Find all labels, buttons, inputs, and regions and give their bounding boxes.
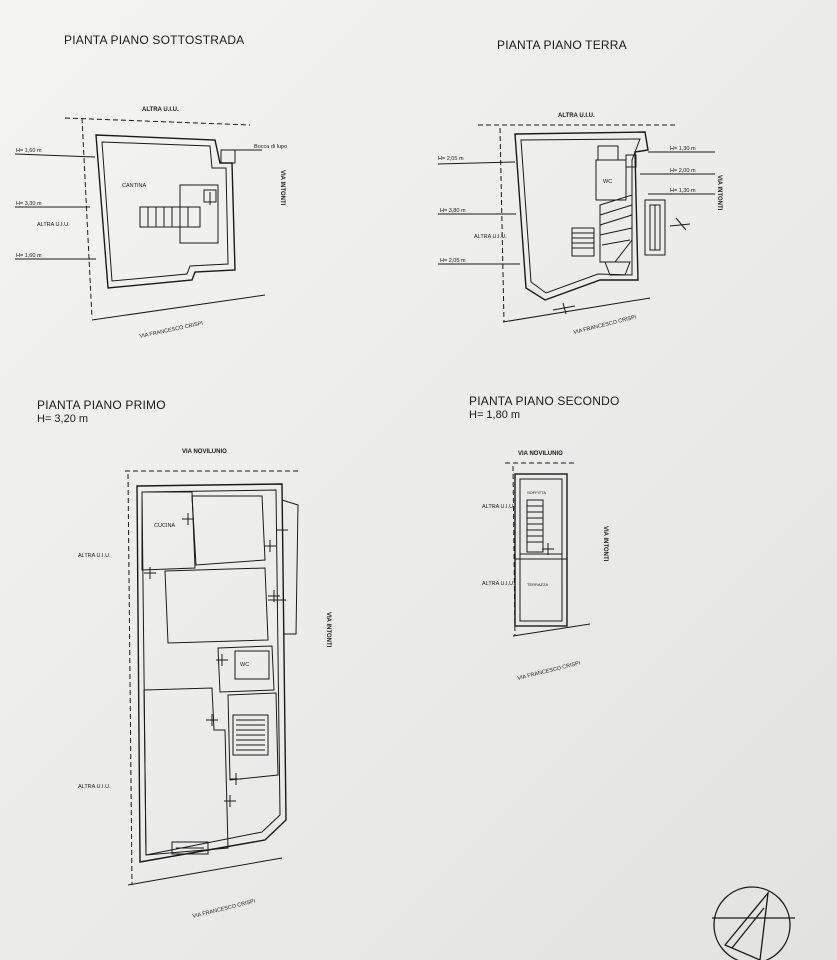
- terra-h3: H= 2,05 m: [440, 258, 466, 264]
- sottostrada-street-right: VIA INTONTI: [279, 170, 285, 206]
- secondo-room-terrazza: TERRAZZA: [527, 582, 548, 587]
- secondo-street-top: VIA NOVILUNIO: [518, 451, 563, 457]
- terra-hr1: H= 1,30 m: [670, 146, 696, 152]
- secondo-room-soffitta: SOFFITTA: [527, 490, 546, 495]
- height-secondo: H= 1,80 m: [469, 409, 521, 421]
- primo-room-cucina: CUCINA: [154, 523, 175, 529]
- title-secondo: PIANTA PIANO SECONDO: [469, 394, 620, 408]
- plan-primo: [125, 470, 300, 886]
- terra-hr3: H= 1,30 m: [670, 188, 696, 194]
- primo-street-bottom: VIA FRANCESCO CRISPI: [192, 898, 256, 920]
- title-sottostrada: PIANTA PIANO SOTTOSTRADA: [64, 33, 245, 47]
- primo-altra-left-2: ALTRA U.I.U.: [78, 784, 111, 790]
- sottostrada-h2: H= 3,30 m: [16, 201, 42, 207]
- height-primo: H= 3,20 m: [37, 413, 89, 425]
- secondo-altra-left-1: ALTRA U.I.U.: [482, 504, 515, 510]
- terra-altra-left: ALTRA U.I.U.: [474, 234, 507, 240]
- terra-room-wc: WC: [603, 179, 612, 185]
- title-primo: PIANTA PIANO PRIMO: [37, 398, 166, 412]
- north-arrow-icon: [712, 886, 795, 960]
- sottostrada-bocca: Bocca di lupo: [254, 144, 287, 150]
- terra-altra-top: ALTRA U.I.U.: [558, 113, 595, 119]
- terra-street-right: VIA INTONTI: [716, 175, 722, 211]
- plan-sottostrada: [14, 117, 266, 321]
- secondo-altra-left-2: ALTRA U.I.U.: [482, 581, 515, 587]
- sottostrada-altra-left: ALTRA U.I.U.: [37, 222, 70, 228]
- plan-secondo: [505, 462, 591, 637]
- terra-street-bottom: VIA FRANCESCO CRISPI: [573, 314, 637, 336]
- terra-hr2: H= 2,00 m: [670, 168, 696, 174]
- sottostrada-altra-top: ALTRA U.I.U.: [142, 107, 179, 113]
- secondo-street-right: VIA INTONTI: [602, 526, 608, 562]
- primo-altra-left-1: ALTRA U.I.U.: [78, 553, 111, 559]
- terra-h2: H= 3,80 m: [440, 208, 466, 214]
- sottostrada-room-cantina: CANTINA: [122, 183, 146, 189]
- terra-h1: H= 2,05 m: [438, 156, 464, 162]
- title-terra: PIANTA PIANO TERRA: [497, 38, 627, 52]
- sottostrada-h3: H= 1,60 m: [16, 253, 42, 259]
- sottostrada-street-bottom: VIA FRANCESCO CRISPI: [139, 321, 204, 340]
- primo-street-top: VIA NOVILUNIO: [182, 449, 227, 455]
- primo-street-right: VIA INTONTI: [325, 612, 331, 648]
- secondo-street-bottom: VIA FRANCESCO CRISPI: [517, 660, 581, 682]
- primo-room-wc: WC: [240, 662, 249, 668]
- sottostrada-h1: H= 1,60 m: [16, 148, 42, 154]
- plan-terra: [437, 124, 715, 323]
